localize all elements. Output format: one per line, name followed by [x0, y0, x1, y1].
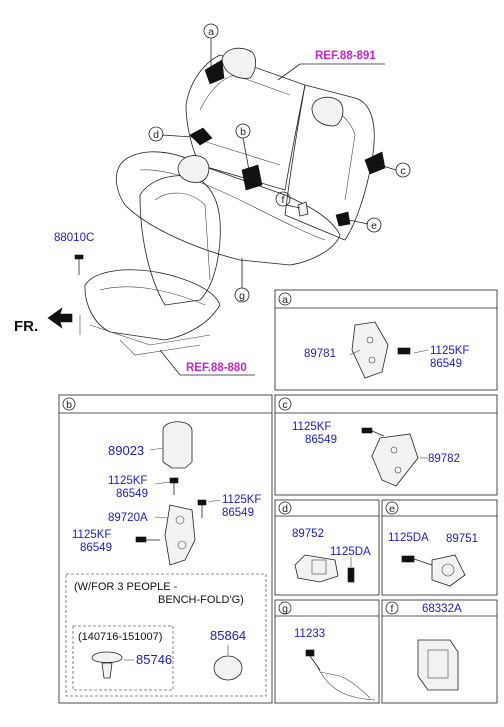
part-89781: 89781 — [304, 348, 336, 360]
callout-c: c — [400, 165, 405, 177]
callout-b: b — [240, 126, 246, 138]
part-89023: 89023 — [108, 443, 144, 458]
part-89720a: 89720A — [108, 512, 148, 524]
panel-e-tag: e — [389, 503, 395, 515]
panel-e: e 1125DA 89751 — [381, 499, 498, 596]
part-68332a: 68332A — [422, 603, 462, 615]
panel-b: b 89023 1125KF 86549 1125KF 86549 89720A… — [58, 394, 273, 704]
part-1125kf-b2: 1125KF — [222, 494, 261, 506]
cover-89023-drawing — [162, 421, 193, 469]
callout-a-bracket — [204, 59, 225, 85]
bracket-89781-drawing — [351, 321, 389, 379]
part-86549-b3: 86549 — [80, 542, 112, 554]
part-85864: 85864 — [210, 628, 246, 643]
callout-b-part — [241, 164, 263, 191]
latch-89720a-drawing — [164, 504, 196, 566]
callout-c-bracket — [364, 151, 386, 175]
rear-seat-assembly — [47, 47, 386, 356]
clip-85746-drawing — [91, 651, 123, 663]
bracket-89782-drawing — [371, 433, 419, 487]
option-note-line2: BENCH-FOLD'G) — [158, 594, 244, 606]
callout-d: d — [153, 129, 159, 141]
callout-d-part — [189, 127, 213, 146]
callout-f: f — [282, 194, 285, 206]
part-1125kf-b1: 1125KF — [108, 475, 147, 487]
part-85746: 85746 — [136, 652, 172, 667]
ref-front-label: REF.88-880 — [186, 362, 247, 374]
panel-d: d 89752 1125DA — [274, 499, 380, 596]
callout-a: a — [208, 26, 214, 38]
part-1125kf-a: 1125KF — [430, 345, 469, 357]
panel-d-tag: d — [282, 503, 288, 515]
callout-f-part — [297, 201, 309, 217]
panel-c: c 1125KF 86549 89782 — [274, 394, 498, 496]
panel-g-tag: g — [282, 603, 288, 615]
panel-b-tag: b — [66, 399, 72, 411]
cap-85864-drawing — [213, 655, 243, 681]
latch-89751-drawing — [431, 554, 466, 587]
front-direction-label: FR. — [14, 318, 38, 335]
front-direction-arrow — [47, 307, 73, 329]
callout-e: e — [371, 220, 377, 232]
part-89751: 89751 — [446, 533, 478, 545]
ref-rear-label: REF.88-891 — [315, 50, 376, 62]
callout-e-part — [335, 211, 351, 227]
panel-f: f 68332A — [381, 599, 498, 704]
panel-a: a 89781 1125KF 86549 — [274, 289, 498, 391]
rear-headrest-left — [221, 47, 256, 79]
part-11233: 11233 — [294, 628, 325, 640]
part-1125kf-c: 1125KF — [292, 421, 331, 433]
part-1125kf-b3: 1125KF — [72, 529, 111, 541]
panel-a-tag: a — [282, 294, 288, 306]
callout-circles: a d b c f e g — [148, 23, 411, 303]
part-86549-a: 86549 — [430, 358, 462, 370]
part-86549-b2: 86549 — [222, 507, 254, 519]
bolt-88010c-drawing — [74, 254, 84, 275]
bolt-88010c-label: 88010C — [54, 232, 94, 244]
escutcheon-68332a-drawing — [417, 639, 459, 691]
panel-g: g 11233 — [274, 599, 380, 704]
panel-c-tag: c — [282, 399, 287, 411]
panel-f-tag: f — [391, 603, 394, 615]
part-1125da-d: 1125DA — [330, 546, 371, 558]
front-headrest — [177, 155, 210, 183]
part-1125da-e: 1125DA — [388, 532, 429, 544]
part-86549-b1: 86549 — [116, 488, 148, 500]
option-note-line1: (W/FOR 3 PEOPLE - — [74, 581, 178, 593]
part-89782: 89782 — [428, 453, 460, 465]
date-range-note: (140716-151007) — [78, 631, 162, 643]
callout-g: g — [239, 290, 245, 302]
part-89752: 89752 — [292, 528, 324, 540]
callout-leaders — [159, 38, 397, 376]
latch-89752-drawing — [294, 554, 339, 583]
rear-headrest-right — [311, 96, 344, 127]
part-86549-c: 86549 — [305, 434, 337, 446]
